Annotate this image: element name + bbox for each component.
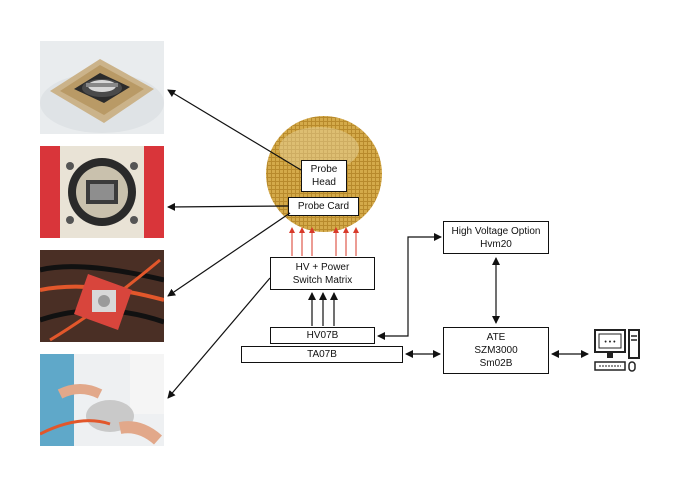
hv-power-label-line1: HV + Power bbox=[295, 261, 350, 273]
arrow-to-operator-photo bbox=[167, 277, 271, 399]
probe-head-label-line2: Head bbox=[312, 177, 336, 188]
hv07b-box: HV07B bbox=[270, 327, 375, 344]
hv-option-label-line2: Hvm20 bbox=[480, 238, 512, 250]
high-voltage-option-box: High Voltage Option Hvm20 bbox=[443, 221, 549, 254]
ate-label-line2: SZM3000 bbox=[474, 345, 518, 356]
operator-photo bbox=[40, 354, 164, 446]
ta07b-label: TA07B bbox=[307, 349, 337, 360]
probe-card-box: Probe Card bbox=[288, 197, 359, 216]
probe-card-label: Probe Card bbox=[297, 201, 350, 212]
hv07b-label: HV07B bbox=[306, 330, 339, 341]
probe-head-photo bbox=[40, 41, 164, 134]
probe-head-box: Probe Head bbox=[301, 160, 347, 192]
probe-card-photo bbox=[40, 146, 164, 238]
hv-power-label-line2: Switch Matrix bbox=[292, 274, 353, 286]
ate-label-line3: Sm02B bbox=[479, 358, 513, 369]
ate-box: ATE SZM3000 Sm02B bbox=[443, 327, 549, 374]
ta07b-box: TA07B bbox=[241, 346, 403, 363]
svg-text:• • •: • • • bbox=[604, 339, 616, 346]
probe-head-label-line1: Probe bbox=[310, 164, 338, 175]
hv07b-to-hv-option-connector bbox=[377, 233, 442, 340]
desktop-computer-icon: • • • bbox=[594, 329, 640, 372]
hv-power-switch-matrix-box: HV + Power Switch Matrix bbox=[270, 257, 375, 290]
arrow-to-probe-card-photo bbox=[167, 202, 289, 211]
switch-matrix-photo bbox=[40, 250, 164, 342]
arrow-to-switch-matrix-photo bbox=[167, 212, 291, 297]
ate-label-line1: ATE bbox=[486, 332, 506, 343]
arrow-to-probe-head-photo bbox=[167, 89, 302, 171]
hv-option-label-line1: High Voltage Option bbox=[451, 225, 541, 237]
